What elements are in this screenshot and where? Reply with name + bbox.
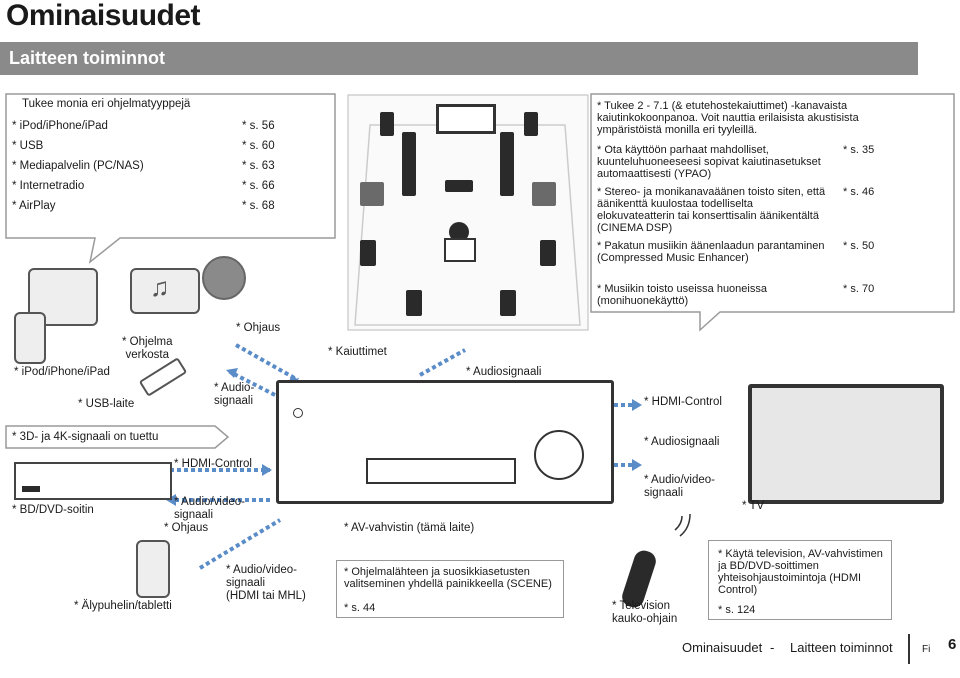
- speaker-back-right-icon: [500, 290, 516, 316]
- source-media-server: * Mediapalvelin (PC/NAS): [12, 160, 144, 172]
- arrow-audio-top: [419, 348, 466, 377]
- subwoofer-left-icon: [360, 182, 384, 206]
- features-intro: * Tukee 2 - 7.1 (& etutehostekaiuttimet)…: [597, 100, 859, 136]
- label-usb-device: * USB-laite: [78, 398, 135, 410]
- arrowhead-3: [632, 399, 642, 411]
- label-av-signal-left: * Audio/video- signaali: [174, 496, 245, 521]
- subwoofer-right-icon: [532, 182, 556, 206]
- source-ipod-page: * s. 56: [242, 120, 275, 132]
- arrow-audio-left: [229, 370, 276, 397]
- speaker-surround-left-icon: [360, 240, 376, 266]
- speaker-center-icon: [445, 180, 473, 192]
- label-tv: * TV: [742, 500, 765, 512]
- label-hdmi-control-left: * HDMI-Control: [174, 458, 252, 470]
- footer-page-number: 6: [948, 636, 957, 653]
- feature-cinema-dsp: * Stereo- ja monikanavaäänen toisto site…: [597, 186, 826, 234]
- scene-box: [336, 560, 564, 618]
- speaker-front-left-icon: [380, 112, 394, 136]
- label-program-net: * Ohjelma verkosta: [122, 336, 173, 361]
- label-av-signal-right: * Audio/video- signaali: [644, 474, 715, 499]
- bd-tray-icon: [22, 486, 40, 492]
- speaker-tower-left-icon: [402, 132, 416, 196]
- source-media-server-page: * s. 63: [242, 160, 275, 172]
- footer-separator: [908, 634, 910, 664]
- label-control-top: * Ohjaus: [236, 322, 281, 334]
- source-usb-page: * s. 60: [242, 140, 275, 152]
- label-mhl-signal: * Audio/video- signaali (HDMI tai MHL): [226, 564, 306, 602]
- smartphone-icon: [136, 540, 170, 598]
- feature-multiroom-page: * s. 70: [843, 283, 875, 295]
- label-audio-signal-left: * Audio- signaali: [214, 382, 255, 407]
- feature-cinema-dsp-page: * s. 46: [843, 186, 875, 198]
- footer-dash: -: [770, 640, 775, 655]
- tv-control-box: [708, 540, 892, 620]
- receiver-power-icon: [293, 408, 303, 418]
- source-usb: * USB: [12, 140, 44, 152]
- scene-text: * Ohjelmalähteen ja suosikkiasetusten va…: [344, 566, 552, 590]
- speaker-tower-right-icon: [500, 132, 514, 196]
- label-3d-support: * 3D- ja 4K-signaali on tuettu: [12, 431, 159, 443]
- footer-section: Laitteen toiminnot: [790, 640, 893, 655]
- sources-bubble-outline: [5, 93, 336, 264]
- speaker-back-left-icon: [406, 290, 422, 316]
- bd-player-icon: [14, 462, 172, 500]
- music-note-icon: ♫: [150, 272, 170, 302]
- arrowhead-2: [226, 368, 238, 378]
- label-speakers: * Kaiuttimet: [328, 346, 387, 358]
- tv-icon: [748, 384, 944, 504]
- globe-icon: [202, 256, 246, 300]
- arrow-mhl: [198, 518, 282, 570]
- arrow-control-top: [235, 343, 299, 382]
- features-bubble-outline: [590, 93, 955, 332]
- phone-icon: [14, 312, 46, 364]
- label-remote: * Television kauko-ohjain: [612, 600, 678, 625]
- tv-control-text: * Käytä television, AV-vahvistimen ja BD…: [718, 548, 883, 596]
- receiver-volume-knob-icon: [534, 430, 584, 480]
- arrowhead-6: [166, 494, 176, 506]
- listener-icon: [449, 222, 469, 242]
- label-control-left: * Ohjaus: [164, 522, 209, 534]
- label-smartphone: * Älypuhelin/tabletti: [74, 600, 172, 612]
- receiver-display-icon: [366, 458, 516, 484]
- section-title: Laitteen toiminnot: [9, 48, 165, 68]
- label-ipod: * iPod/iPhone/iPad: [14, 366, 110, 378]
- section-header-bar: Laitteen toiminnot: [0, 42, 918, 75]
- support-3d-banner: [5, 425, 230, 449]
- source-internet-radio: * Internetradio: [12, 180, 85, 192]
- feature-ypao-page: * s. 35: [843, 144, 875, 156]
- label-audio-signal-top: * Audiosignaali: [466, 366, 542, 378]
- label-receiver: * AV-vahvistin (tämä laite): [344, 522, 475, 534]
- label-audio-signal-right: * Audiosignaali: [644, 436, 720, 448]
- feature-compressed-music-page: * s. 50: [843, 240, 875, 252]
- arrowhead-4: [632, 459, 642, 471]
- feature-multiroom: * Musiikin toisto useissa huoneissa (mon…: [597, 283, 767, 307]
- sources-heading: Tukee monia eri ohjelmatyyppejä: [22, 98, 191, 110]
- speaker-front-right-icon: [524, 112, 538, 136]
- source-ipod: * iPod/iPhone/iPad: [12, 120, 108, 132]
- screen-icon: [436, 104, 496, 134]
- label-hdmi-control-right: * HDMI-Control: [644, 396, 722, 408]
- speaker-surround-right-icon: [540, 240, 556, 266]
- arrowhead-5: [262, 464, 272, 476]
- footer-chapter: Ominaisuudet: [682, 640, 763, 655]
- scene-page: * s. 44: [344, 602, 376, 614]
- tv-control-page: * s. 124: [718, 604, 756, 616]
- page-title: Ominaisuudet: [6, 0, 201, 32]
- source-internet-radio-page: * s. 66: [242, 180, 275, 192]
- feature-ypao: * Ota käyttöön parhaat mahdolliset, kuun…: [597, 144, 821, 180]
- footer-lang: Fi: [922, 644, 931, 655]
- chair-icon: [444, 238, 476, 262]
- laptop-icon: [130, 268, 200, 314]
- label-bd-dvd: * BD/DVD-soitin: [12, 504, 94, 516]
- source-airplay: * AirPlay: [12, 200, 56, 212]
- feature-compressed-music: * Pakatun musiikin äänenlaadun parantami…: [597, 240, 825, 264]
- source-airplay-page: * s. 68: [242, 200, 275, 212]
